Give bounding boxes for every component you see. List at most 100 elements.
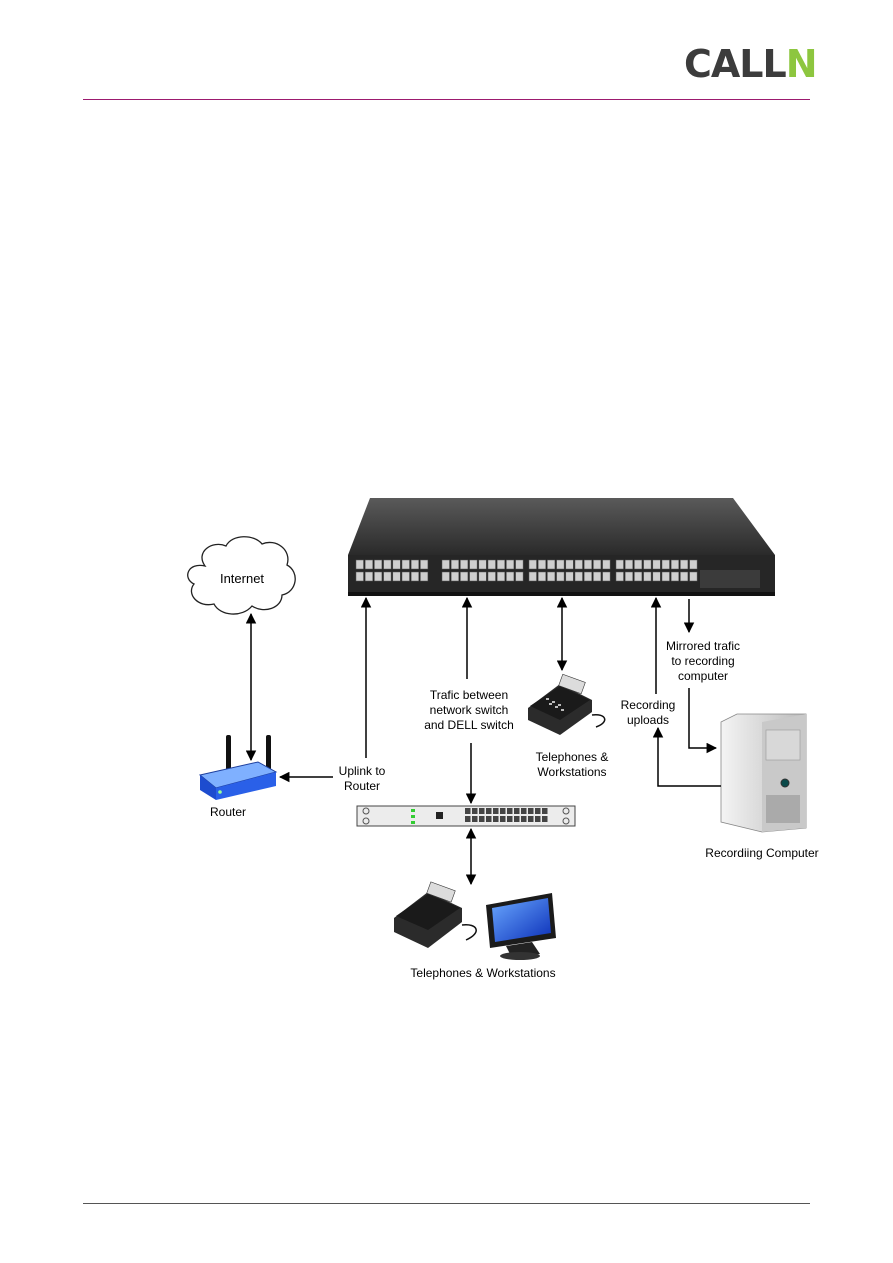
arrow-mirrored-to-computer [688,688,718,754]
switch-port [583,571,592,582]
switch-port [465,816,471,822]
monitor-icon [486,893,556,960]
switch-port [602,559,611,570]
switch-port [542,808,548,814]
switch-port [401,559,410,570]
switch-port [528,816,534,822]
switch-port [583,559,592,570]
switch-port [556,559,565,570]
switch-port [401,571,410,582]
header-rule [83,99,810,100]
switch-port [487,559,496,570]
switch-port [465,808,471,814]
connector-lines [245,596,721,886]
switch-port [615,559,624,570]
switch-port [514,808,520,814]
switch-port [500,808,506,814]
telephones-top-line1: Telephones & [536,750,609,764]
switch-port [507,816,513,822]
logo-accent-letter: N [785,42,818,86]
switch-port [643,571,652,582]
mirrored-line1: Mirrored trafic [666,639,740,653]
switch-port [593,559,602,570]
recording-uploads-line1: Recording [621,698,676,712]
cloud-icon: Internet [187,536,296,615]
switch-port [496,571,505,582]
uplink-label-line2: Router [344,779,380,793]
footer-rule [83,1203,810,1204]
switch-port [542,816,548,822]
arrow-computer-to-uploads [652,726,721,787]
switch-port [486,816,492,822]
logo-text: CALL [684,42,787,86]
switch-port [493,816,499,822]
switch-port [565,571,574,582]
desk-phone-icon [528,673,606,735]
switch-port [479,808,485,814]
switch-port [634,559,643,570]
switch-port [615,571,624,582]
mirrored-line3: computer [678,669,728,683]
recording-computer-label: Recordiing Computer [705,846,818,860]
switch-port [634,571,643,582]
switch-port [420,571,429,582]
switch-port [521,816,527,822]
switch-port [565,559,574,570]
switch-port [472,816,478,822]
switch-port [383,559,392,570]
switch-port [528,808,534,814]
switch-port [680,571,689,582]
switch-port [506,571,515,582]
mirrored-line2: to recording [671,654,734,668]
switch-port [507,808,513,814]
dell-switch-icon [348,498,775,596]
switch-port [652,559,661,570]
switch-port [364,559,373,570]
network-switch-icon [356,805,576,827]
desk-phone-icon [394,881,477,948]
internet-label: Internet [220,571,264,586]
switch-port [500,816,506,822]
switch-port [670,559,679,570]
uplink-label-line1: Uplink to [339,764,386,778]
switch-port [479,816,485,822]
switch-port [374,559,383,570]
switch-port [472,808,478,814]
switch-port [410,559,419,570]
switch-port [441,571,450,582]
switch-port [670,571,679,582]
switch-port [547,559,556,570]
switch-port [441,559,450,570]
switch-port [374,571,383,582]
switch-port [574,559,583,570]
router-icon: Router [198,735,278,819]
switch-port [450,559,459,570]
switch-port [689,559,698,570]
switch-port [460,559,469,570]
switch-port [493,808,499,814]
switch-port [515,571,524,582]
switch-port [486,808,492,814]
switch-port [537,571,546,582]
switch-port [661,571,670,582]
switch-port [487,571,496,582]
switch-port [593,571,602,582]
switch-port [535,816,541,822]
switch-port [574,571,583,582]
switch-port [392,559,401,570]
switch-port [506,559,515,570]
switch-port [478,559,487,570]
switch-port [661,559,670,570]
computer-tower-icon: Recordiing Computer [705,713,819,860]
switch-port [496,559,505,570]
switch-port [535,808,541,814]
switch-port [469,559,478,570]
switch-port [515,559,524,570]
switch-port [383,571,392,582]
switch-port [643,559,652,570]
switch-port [680,559,689,570]
switch-port [355,559,364,570]
switch-port [624,571,633,582]
